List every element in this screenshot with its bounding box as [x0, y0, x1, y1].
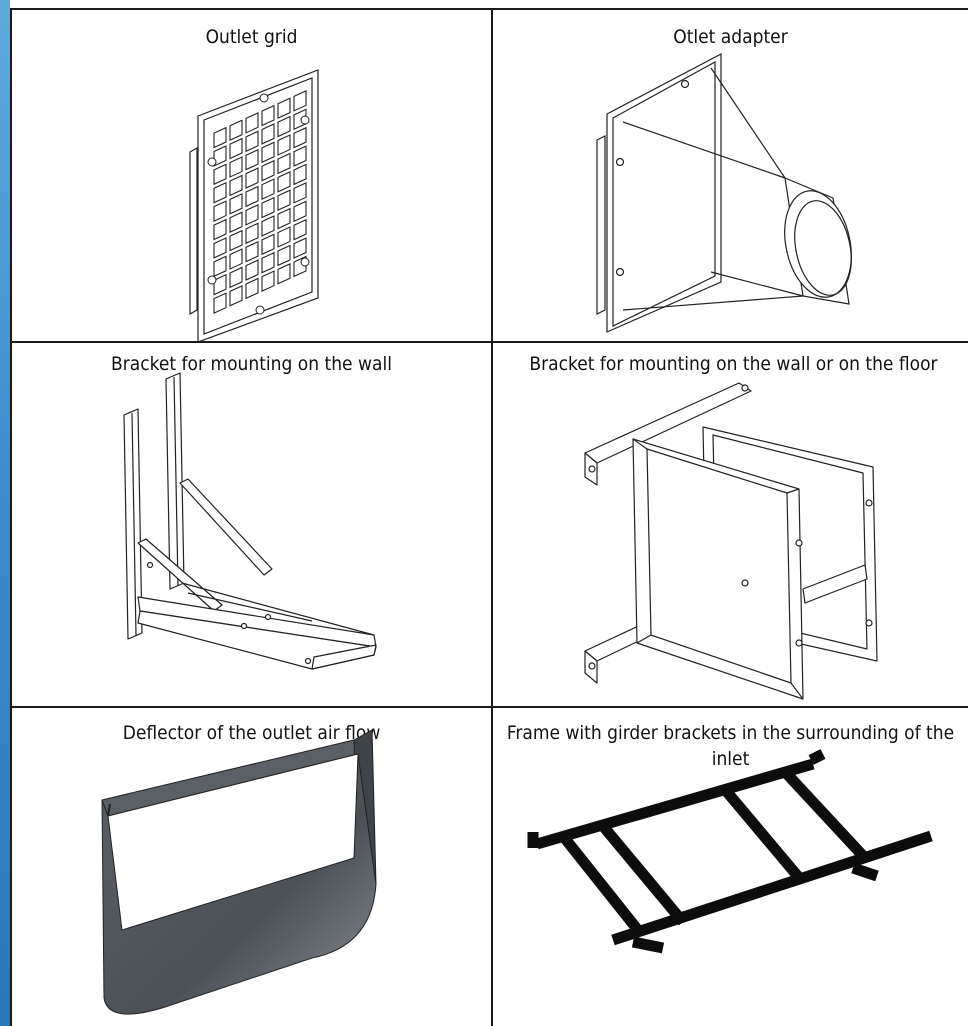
grid-opening — [261, 141, 275, 164]
grid-opening — [277, 170, 291, 193]
deflector-drawing-icon — [101, 729, 377, 1015]
grid-opening — [245, 185, 259, 208]
grid-opening — [245, 112, 259, 134]
grid-opening — [293, 145, 307, 167]
grid-opening — [213, 181, 227, 204]
wall-floor-bracket-drawing-icon — [584, 382, 878, 700]
grid-opening — [213, 255, 227, 278]
grid-opening — [277, 97, 291, 120]
grid-opening — [245, 130, 259, 153]
grid-opening — [213, 237, 227, 259]
cell-title-outlet-grid: Outlet grid — [205, 26, 298, 48]
grid-opening — [261, 159, 275, 182]
grid-opening — [293, 182, 307, 204]
grid-opening — [261, 270, 275, 292]
grid-opening — [261, 123, 275, 145]
grid-opening — [245, 204, 259, 226]
grid-opening — [213, 292, 227, 314]
grid-opening — [261, 104, 275, 127]
cell-deflector: Deflector of the outlet air flow — [12, 708, 491, 1026]
wall-bracket-drawing-icon — [123, 372, 377, 670]
grid-opening — [261, 178, 275, 200]
grid-opening — [277, 244, 291, 267]
outlet-grid-drawing-icon — [189, 69, 319, 341]
cell-title-outlet-adapter: Otlet adapter — [673, 26, 788, 48]
grid-opening — [261, 251, 275, 274]
grid-opening — [245, 240, 259, 263]
grid-opening — [277, 226, 291, 248]
grid-opening — [213, 163, 227, 186]
grid-opening — [213, 200, 227, 222]
grid-opening — [277, 189, 291, 212]
grid-opening — [245, 277, 259, 300]
cell-outlet-adapter: Otlet adapter — [493, 10, 968, 341]
grid-opening — [245, 148, 259, 171]
grid-opening — [293, 200, 307, 223]
grid-opening — [245, 222, 259, 245]
grid-opening — [229, 284, 243, 307]
grid-opening — [213, 218, 227, 241]
grid-opening — [229, 174, 243, 197]
cell-girder-frame: Frame with girder brackets in the surrou… — [493, 708, 968, 1026]
accent-side-bar — [0, 0, 10, 1026]
cell-title-girder-frame: Frame with girder brackets in the surrou… — [506, 722, 955, 770]
grid-opening — [245, 167, 259, 189]
grid-opening — [277, 207, 291, 230]
grid-opening — [229, 248, 243, 270]
grid-opening — [277, 262, 291, 285]
grid-opening — [229, 119, 243, 142]
grid-row-divider-1 — [10, 341, 968, 343]
grid-opening — [213, 126, 227, 149]
grid-opening — [277, 134, 291, 156]
outlet-adapter-drawing-icon — [596, 53, 852, 333]
grid-opening — [261, 233, 275, 256]
grid-opening — [293, 126, 307, 149]
grid-opening — [245, 259, 259, 281]
grid-opening — [229, 229, 243, 252]
cell-title-wall-floor-bracket: Bracket for mounting on the wall or on t… — [529, 353, 938, 375]
grid-opening — [261, 215, 275, 237]
grid-opening — [229, 211, 243, 234]
cell-outlet-grid: Outlet grid — [12, 10, 491, 341]
grid-opening — [213, 273, 227, 296]
cell-title-deflector: Deflector of the outlet air flow — [122, 722, 381, 744]
grid-opening — [229, 137, 243, 160]
grid-row-divider-2 — [10, 706, 968, 708]
grid-opening — [293, 237, 307, 259]
grid-opening — [277, 152, 291, 175]
grid-opening — [293, 90, 307, 112]
grid-opening — [229, 156, 243, 178]
grid-opening — [293, 163, 307, 186]
cell-wall-floor-bracket: Bracket for mounting on the wall or on t… — [493, 343, 968, 706]
cell-title-wall-bracket: Bracket for mounting on the wall — [111, 353, 392, 375]
grid-opening — [229, 192, 243, 215]
grid-opening — [229, 266, 243, 289]
grid-opening — [293, 218, 307, 241]
grid-opening — [261, 196, 275, 219]
girder-frame-drawing-icon — [527, 749, 933, 954]
accessories-grid — [10, 8, 968, 1026]
grid-vertical-divider — [491, 8, 493, 1026]
grid-opening — [277, 115, 291, 138]
cell-wall-bracket: Bracket for mounting on the wall — [12, 343, 491, 706]
